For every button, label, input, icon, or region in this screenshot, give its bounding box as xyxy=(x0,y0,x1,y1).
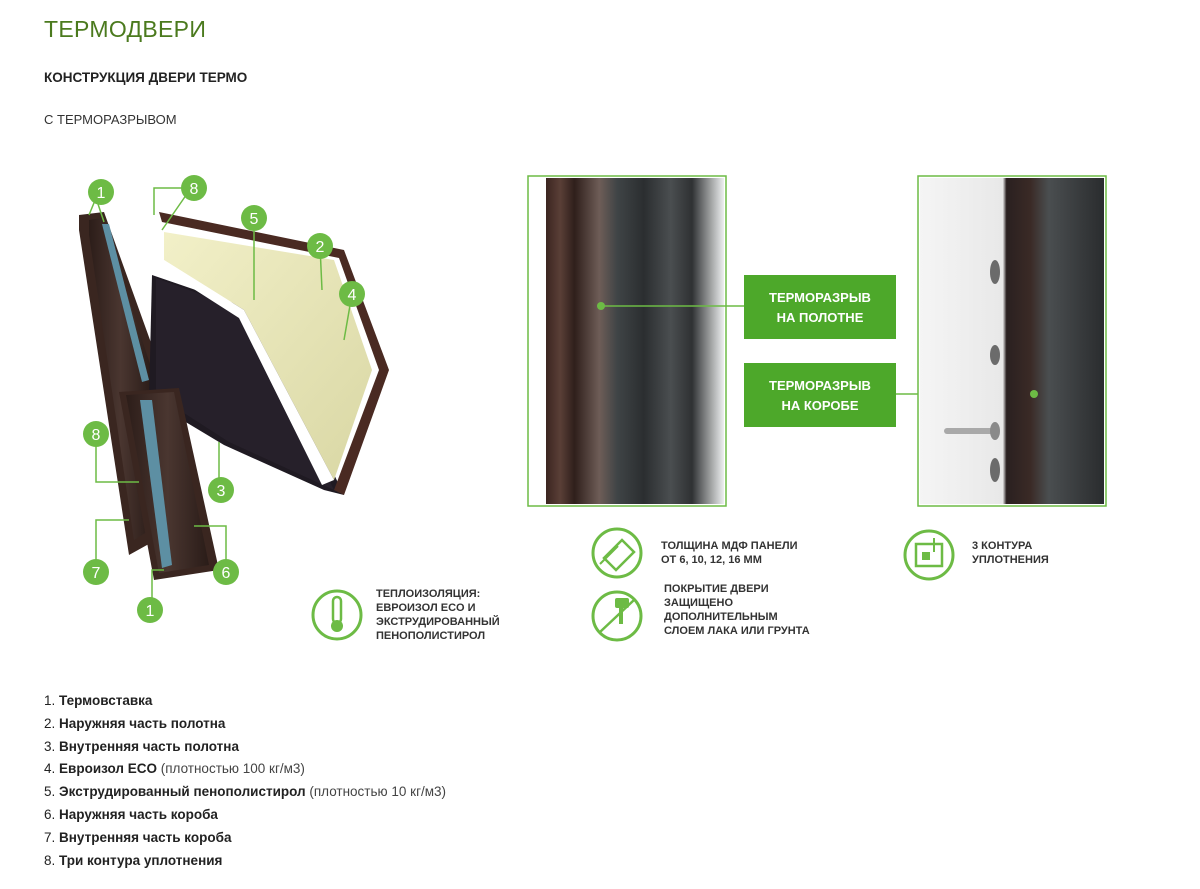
callout-8-left: 8 xyxy=(83,421,109,447)
svg-text:СЛОЕМ ЛАКА ИЛИ ГРУНТА: СЛОЕМ ЛАКА ИЛИ ГРУНТА xyxy=(664,625,810,637)
svg-text:ОТ 6, 10, 12, 16 ММ: ОТ 6, 10, 12, 16 ММ xyxy=(661,554,762,566)
seal-contour-icon xyxy=(914,538,944,568)
svg-text:ПЕНОПОЛИСТИРОЛ: ПЕНОПОЛИСТИРОЛ xyxy=(376,630,485,642)
svg-text:ЕВРОИЗОЛ ECO И: ЕВРОИЗОЛ ECO И xyxy=(376,602,476,614)
callout-4: 4 xyxy=(339,281,365,307)
svg-text:1: 1 xyxy=(97,185,106,202)
svg-text:ДОПОЛНИТЕЛЬНЫМ: ДОПОЛНИТЕЛЬНЫМ xyxy=(664,611,778,623)
mdf-panel-icon xyxy=(599,538,636,572)
spray-gun-icon xyxy=(599,598,635,633)
legend-item: 3. Внутренняя часть полотна xyxy=(44,738,239,754)
svg-text:ЗАЩИЩЕНО: ЗАЩИЩЕНО xyxy=(664,597,733,609)
callout-8-top: 8 xyxy=(181,175,207,201)
legend-item: 7. Внутренняя часть короба xyxy=(44,829,232,845)
svg-text:ТЕПЛОИЗОЛЯЦИЯ:: ТЕПЛОИЗОЛЯЦИЯ: xyxy=(376,588,480,600)
svg-text:ЭКСТРУДИРОВАННЫЙ: ЭКСТРУДИРОВАННЫЙ xyxy=(376,615,500,628)
legend-item: 8. Три контура уплотнения xyxy=(44,852,223,868)
callout-7: 7 xyxy=(83,559,109,585)
feature-mdf: ТОЛЩИНА МДФ ПАНЕЛИ ОТ 6, 10, 12, 16 ММ xyxy=(591,527,798,579)
svg-text:8: 8 xyxy=(190,181,199,198)
door-construction-illustration: 1 8 5 2 4 8 3 7 6 1 ТЕПЛОИЗОЛЯЦИЯ: ЕВРОИ… xyxy=(79,175,1107,642)
svg-text:НА ПОЛОТНЕ: НА ПОЛОТНЕ xyxy=(777,310,864,325)
legend-item: 4. Евроизол ECO (плотностью 100 кг/м3) xyxy=(44,761,305,777)
door-construction-figure: 1 8 5 2 4 8 3 7 6 1 ТЕПЛОИЗОЛЯЦИЯ: ЕВРОИ… xyxy=(44,160,1124,660)
legend-item: 5. Экструдированный пенополистирол (плот… xyxy=(44,784,447,800)
svg-text:ТЕРМОРАЗРЫВ: ТЕРМОРАЗРЫВ xyxy=(769,290,871,305)
svg-text:5: 5 xyxy=(250,211,259,228)
svg-text:7: 7 xyxy=(92,565,101,582)
svg-text:1: 1 xyxy=(146,603,155,620)
thermometer-icon xyxy=(331,595,343,632)
feature-insulation: ТЕПЛОИЗОЛЯЦИЯ: ЕВРОИЗОЛ ECO И ЭКСТРУДИРО… xyxy=(311,588,500,642)
feature-coating: ПОКРЫТИЕ ДВЕРИ ЗАЩИЩЕНО ДОПОЛНИТЕЛЬНЫМ С… xyxy=(591,583,810,642)
svg-text:2: 2 xyxy=(316,239,325,256)
section-subtitle: КОНСТРУКЦИЯ ДВЕРИ ТЕРМО xyxy=(44,70,248,85)
photo-frame-thermal-break: ТЕРМОРАЗРЫВ НА КОРОБЕ xyxy=(744,175,1107,507)
badge-canvas-thermal-break xyxy=(744,275,896,339)
photo-canvas-thermal-break: ТЕРМОРАЗРЫВ НА ПОЛОТНЕ xyxy=(527,175,896,507)
svg-text:3: 3 xyxy=(217,483,226,500)
feature-seal: 3 КОНТУРА УПЛОТНЕНИЯ xyxy=(903,529,1049,581)
badge-frame-thermal-break xyxy=(744,363,896,427)
callout-1-top: 1 xyxy=(88,179,114,205)
callout-5: 5 xyxy=(241,205,267,231)
callout-1-bottom: 1 xyxy=(137,597,163,623)
svg-text:ТОЛЩИНА МДФ ПАНЕЛИ: ТОЛЩИНА МДФ ПАНЕЛИ xyxy=(661,540,798,552)
svg-text:НА КОРОБЕ: НА КОРОБЕ xyxy=(781,398,858,413)
legend-item: 1. Термовставка xyxy=(44,693,153,708)
svg-text:ПОКРЫТИЕ ДВЕРИ: ПОКРЫТИЕ ДВЕРИ xyxy=(664,583,769,595)
legend-item: 2. Наружняя часть полотна xyxy=(44,715,226,731)
callout-2: 2 xyxy=(307,233,333,259)
callout-6: 6 xyxy=(213,559,239,585)
section-note: С ТЕРМОРАЗРЫВОМ xyxy=(44,112,177,127)
svg-text:8: 8 xyxy=(92,427,101,444)
door-cutaway xyxy=(79,212,389,580)
svg-text:4: 4 xyxy=(348,287,357,304)
svg-text:6: 6 xyxy=(222,565,231,582)
page-title: ТЕРМОДВЕРИ xyxy=(44,16,207,42)
svg-text:3 КОНТУРА: 3 КОНТУРА xyxy=(972,540,1032,552)
svg-text:ТЕРМОРАЗРЫВ: ТЕРМОРАЗРЫВ xyxy=(769,378,871,393)
callout-markers: 1 8 5 2 4 8 3 7 6 1 xyxy=(83,175,365,623)
svg-text:УПЛОТНЕНИЯ: УПЛОТНЕНИЯ xyxy=(972,554,1049,566)
callout-3: 3 xyxy=(208,477,234,503)
legend-list: 1. Термовставка 2. Наружняя часть полотн… xyxy=(44,690,446,872)
legend-item: 6. Наружняя часть короба xyxy=(44,806,218,822)
